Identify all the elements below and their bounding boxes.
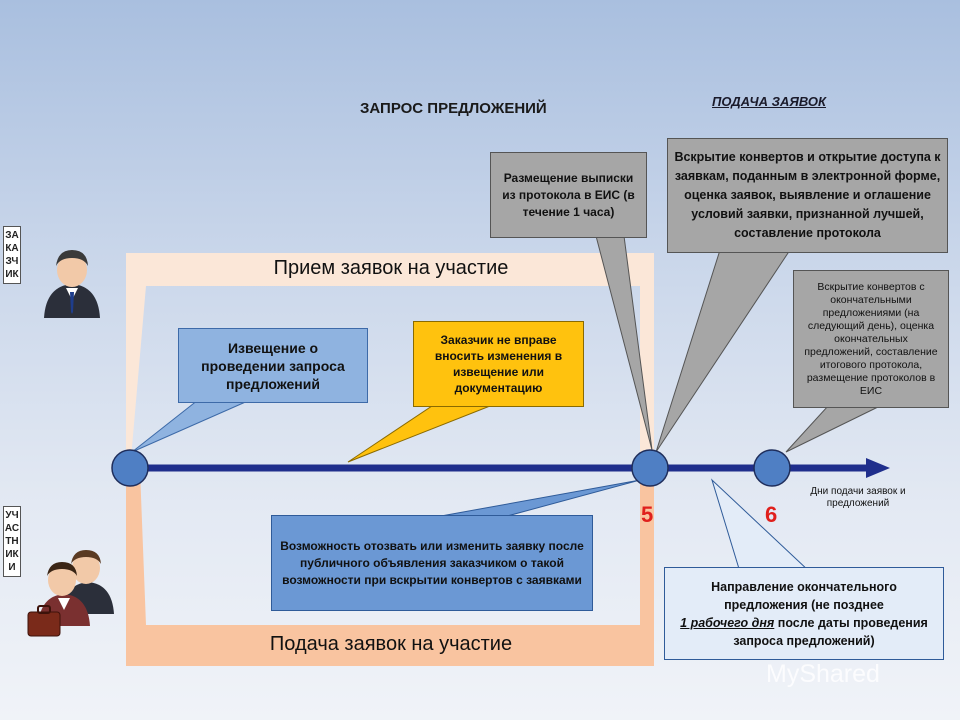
placement-callout: Размещение выписки из протокола в ЕИС (в… — [490, 152, 647, 238]
notice-pointer — [131, 399, 251, 453]
placement-callout-text: Размещение выписки из протокола в ЕИС (в… — [502, 170, 635, 219]
withdraw-callout: Возможность отозвать или изменить заявку… — [271, 515, 593, 611]
final-offer-text-pre: Направление окончательного предложения (… — [711, 579, 897, 612]
bottom-band — [126, 470, 654, 666]
no-changes-callout-text: Заказчик не вправе вносить изменения в и… — [434, 333, 563, 395]
no-changes-pointer — [347, 405, 491, 463]
notice-callout: Извещение о проведении запроса предложен… — [178, 328, 368, 403]
final-offer-text-underline: 1 рабочего дня — [680, 615, 775, 630]
withdraw-callout-text: Возможность отозвать или изменить заявку… — [280, 538, 584, 587]
notice-callout-text: Извещение о проведении запроса предложен… — [201, 339, 345, 392]
opening-pointer — [655, 249, 791, 453]
timeline-day-6-label: 6 — [765, 502, 778, 527]
final-opening-callout-text: Вскрытие конвертов с окончательными пред… — [804, 280, 938, 397]
band-top-label: Прием заявок на участие — [273, 257, 509, 279]
opening-callout-text: Вскрытие конвертов и открытие доступа к … — [674, 150, 941, 240]
band-bottom-label: Подача заявок на участие — [269, 633, 513, 655]
timeline-axis-caption: Дни подачи заявок и предложений — [810, 486, 906, 509]
final-offer-pointer — [710, 478, 812, 573]
final-offer-callout-text: Направление окончательного предложения (… — [671, 578, 937, 650]
watermark-logo: MyShared — [766, 660, 880, 688]
page-title: ЗАПРОС ПРЕДЛОЖЕНИЙ — [360, 100, 547, 117]
final-offer-callout: Направление окончательного предложения (… — [664, 567, 944, 660]
final-opening-callout: Вскрытие конвертов с окончательными пред… — [793, 270, 949, 408]
timeline-arrowhead — [866, 458, 890, 478]
no-changes-callout: Заказчик не вправе вносить изменения в и… — [413, 321, 584, 407]
timeline-node-6 — [753, 449, 791, 487]
final-offer-text-post: после даты проведения запроса предложени… — [733, 615, 928, 648]
withdraw-pointer — [429, 479, 641, 519]
timeline-day-5-label: 5 — [641, 502, 654, 527]
customer-role-label: ЗАКАЗЧИК — [3, 226, 21, 284]
section-subtitle: ПОДАЧА ЗАЯВОК — [712, 94, 827, 109]
final-opening-pointer — [785, 405, 881, 453]
timeline-node-start — [111, 449, 149, 487]
customer-avatar-icon — [44, 250, 100, 318]
timeline-node-5 — [631, 449, 669, 487]
top-band — [126, 253, 654, 470]
participants-role-label: УЧАСТНИКИ — [3, 506, 21, 577]
opening-callout: Вскрытие конвертов и открытие доступа к … — [667, 138, 948, 253]
participants-avatar-icon — [27, 550, 114, 637]
